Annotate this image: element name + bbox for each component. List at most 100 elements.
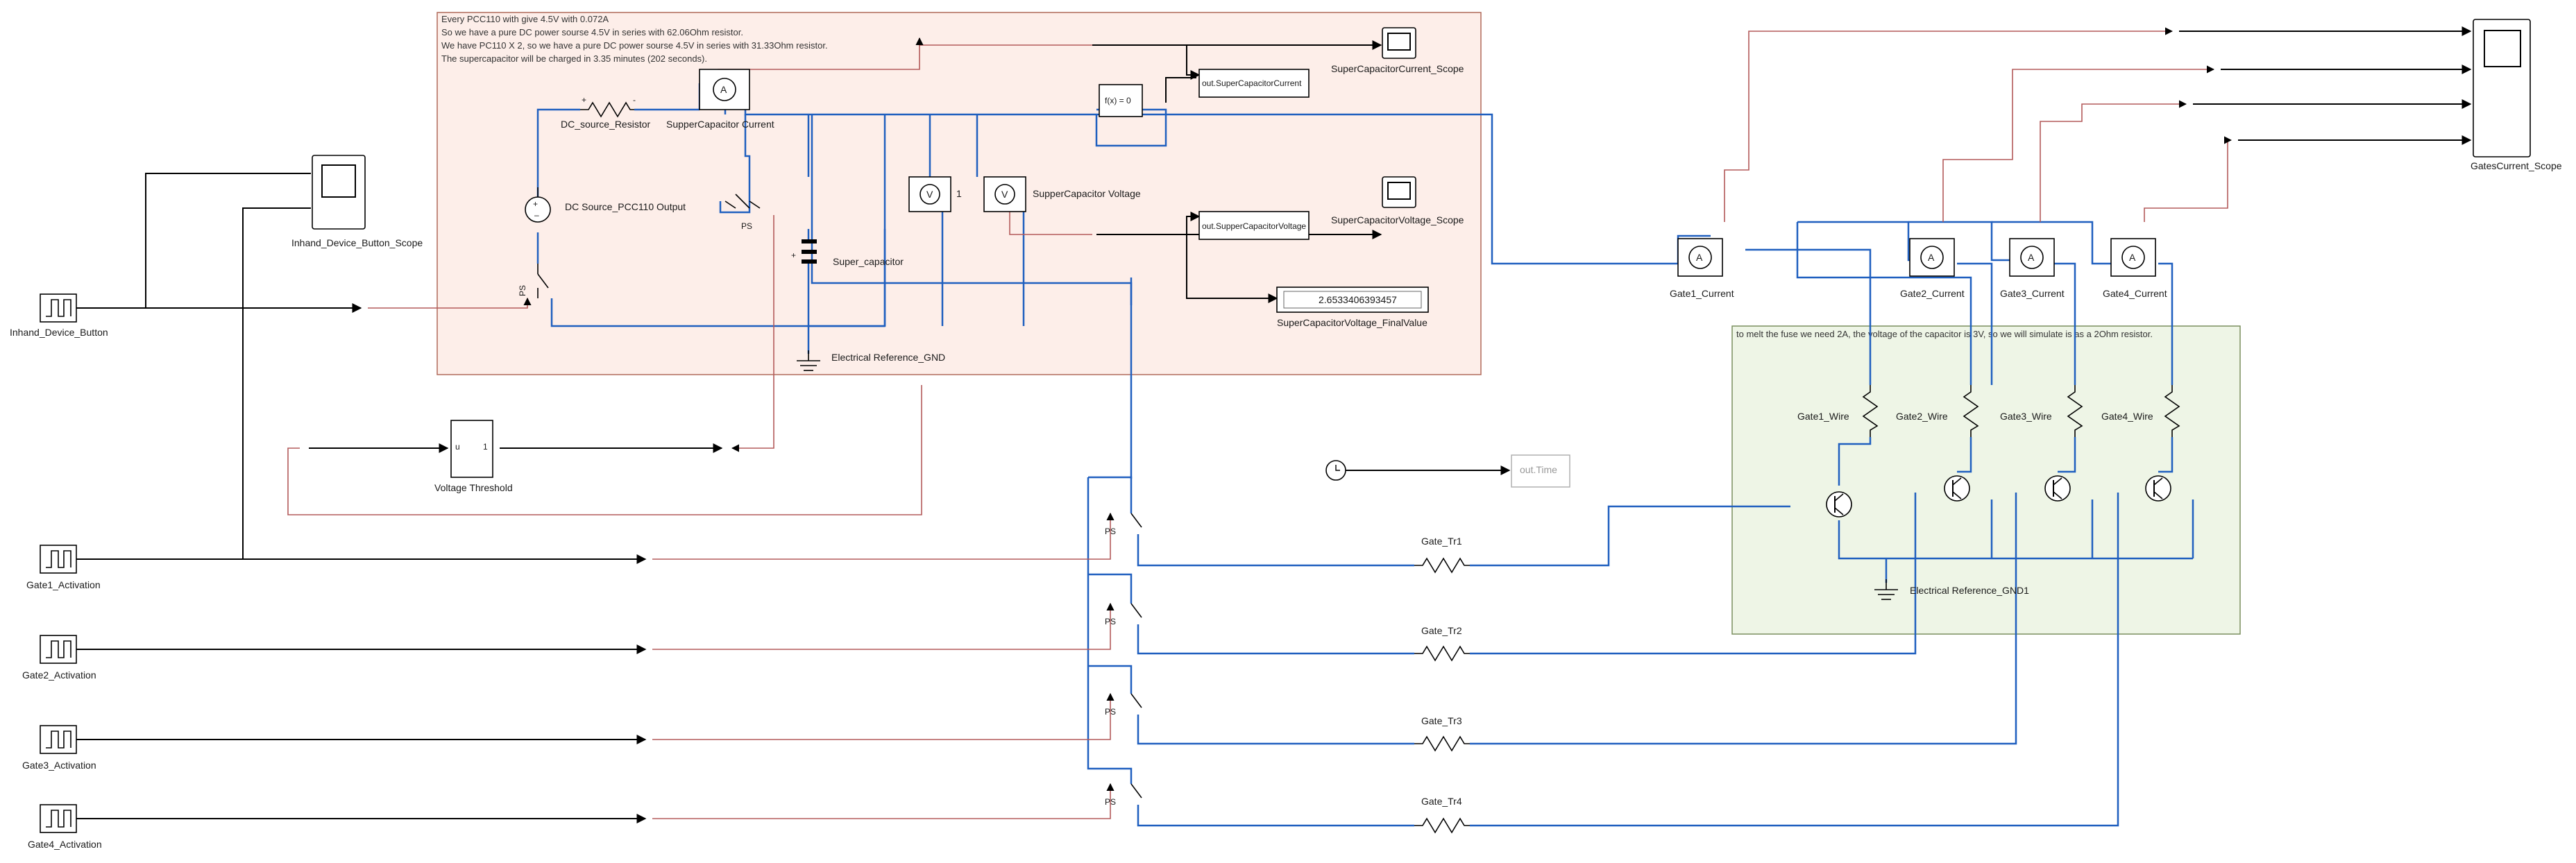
ps-wires bbox=[287, 27, 2232, 819]
gate-wire-label: Gate3_Wire bbox=[2000, 411, 2052, 422]
supercap-current-sensor[interactable]: A SupperCapacitor Current bbox=[666, 69, 774, 130]
ground1-block[interactable]: Electrical Reference_GND1 bbox=[1874, 579, 2029, 600]
gate3-current-sensor[interactable]: A Gate3_Current bbox=[2000, 238, 2065, 299]
pulse-generator[interactable] bbox=[40, 725, 77, 754]
ps-label: PS bbox=[741, 221, 752, 231]
svg-text:out.SuperCapacitorCurrent: out.SuperCapacitorCurrent bbox=[1202, 78, 1302, 88]
super-capacitor-block[interactable]: + Super_capacitor bbox=[791, 239, 904, 267]
ground-label: Electrical Reference_GND bbox=[831, 352, 945, 363]
ground-block[interactable]: Electrical Reference_GND bbox=[797, 350, 945, 371]
gate-switch[interactable]: PS bbox=[1105, 693, 1142, 717]
voltmeter-1[interactable]: V 1 bbox=[908, 176, 962, 212]
transistor-1[interactable] bbox=[1826, 491, 1852, 518]
svg-text:–: – bbox=[534, 210, 539, 220]
gate-resistor-label: Gate_Tr4 bbox=[1421, 796, 1462, 807]
voltage-threshold-block[interactable]: u 1 Voltage Threshold bbox=[434, 420, 513, 493]
gate-activation-label: Gate3_Activation bbox=[22, 760, 96, 771]
supercapacitor-note: Every PCC110 with give 4.5V with 0.072A … bbox=[441, 14, 828, 64]
gate-activation-label: Gate4_Activation bbox=[28, 839, 102, 850]
note-line: Every PCC110 with give 4.5V with 0.072A bbox=[441, 14, 609, 24]
gate-row-3[interactable]: Gate3_Activation PS Gate_Tr3 bbox=[22, 693, 1470, 771]
svg-text:A: A bbox=[1696, 252, 1703, 263]
dc-source-resistor-label: DC_source_Resistor bbox=[561, 119, 650, 130]
svg-text:PS: PS bbox=[1105, 617, 1116, 626]
scope-current-label: SuperCapacitorCurrent_Scope bbox=[1331, 63, 1464, 74]
supercap-voltage-label: SupperCapacitor Voltage bbox=[1033, 188, 1141, 199]
gate2-wire-resistor[interactable]: Gate2_Wire bbox=[1896, 385, 1979, 437]
gate-current-label: Gate1_Current bbox=[1670, 288, 1734, 299]
inhand-button-label: Inhand_Device_Button bbox=[10, 327, 108, 338]
svg-text:+: + bbox=[533, 199, 538, 209]
fx-block[interactable]: f(x) = 0 bbox=[1099, 84, 1143, 117]
dc-source-resistor-block[interactable]: + - DC_source_Resistor bbox=[561, 95, 650, 130]
transistor-3[interactable] bbox=[2044, 475, 2071, 502]
gate-current-label: Gate4_Current bbox=[2103, 288, 2167, 299]
display-block[interactable]: 2.6533406393457 SuperCapacitorVoltage_Fi… bbox=[1276, 287, 1429, 328]
gate-switch[interactable]: PS bbox=[1105, 783, 1142, 807]
gate-row-1[interactable]: Gate1_Activation PS Gate_Tr1 bbox=[26, 513, 1470, 590]
svg-text:A: A bbox=[720, 84, 727, 95]
pulse-generator[interactable] bbox=[40, 545, 77, 574]
ground1-label: Electrical Reference_GND1 bbox=[1910, 585, 2029, 596]
clock-block[interactable] bbox=[1325, 460, 1346, 481]
to-workspace-current[interactable]: out.SuperCapacitorCurrent bbox=[1198, 69, 1310, 98]
gate-switch[interactable]: PS bbox=[1105, 513, 1142, 536]
pulse-generator[interactable] bbox=[40, 635, 77, 664]
gate-resistor[interactable] bbox=[1414, 645, 1470, 662]
gate-row-2[interactable]: Gate2_Activation PS Gate_Tr2 bbox=[22, 603, 1470, 681]
super-capacitor-label: Super_capacitor bbox=[833, 256, 904, 267]
ps-label: PS bbox=[518, 285, 527, 296]
gate-activation-label: Gate1_Activation bbox=[26, 579, 101, 590]
gate-resistor[interactable] bbox=[1414, 735, 1470, 752]
note-line: So we have a pure DC power sourse 4.5V i… bbox=[441, 27, 743, 37]
gate4-current-sensor[interactable]: A Gate4_Current bbox=[2103, 238, 2167, 299]
physical-wires bbox=[536, 83, 2194, 827]
scope-current[interactable]: SuperCapacitorCurrent_Scope bbox=[1331, 27, 1464, 74]
supercap-voltage-sensor[interactable]: V SupperCapacitor Voltage bbox=[983, 176, 1141, 212]
gate3-wire-resistor[interactable]: Gate3_Wire bbox=[2000, 385, 2083, 437]
svg-text:PS: PS bbox=[1105, 527, 1116, 536]
transistor-2[interactable] bbox=[1944, 475, 1970, 502]
to-workspace-voltage[interactable]: out.SupperCapacitorVoltage bbox=[1198, 211, 1310, 240]
svg-text:A: A bbox=[2129, 252, 2136, 263]
voltage-threshold-label: Voltage Threshold bbox=[434, 482, 513, 493]
transistor-4[interactable] bbox=[2145, 475, 2171, 502]
gate1-wire-resistor[interactable]: Gate1_Wire bbox=[1797, 385, 1879, 437]
gate-switch[interactable]: PS bbox=[1105, 603, 1142, 626]
display-label: SuperCapacitorVoltage_FinalValue bbox=[1277, 317, 1427, 328]
svg-text:PS: PS bbox=[1105, 707, 1116, 717]
svg-text:V: V bbox=[926, 189, 933, 200]
to-workspace-time[interactable]: out.Time bbox=[1511, 454, 1570, 488]
inhand-switch[interactable]: PS bbox=[518, 264, 549, 298]
scope-voltage[interactable]: SuperCapacitorVoltage_Scope bbox=[1331, 176, 1464, 225]
threshold-switch[interactable]: PS bbox=[724, 194, 761, 231]
gate2-current-sensor[interactable]: A Gate2_Current bbox=[1900, 238, 1965, 299]
display-value: 2.6533406393457 bbox=[1319, 294, 1397, 305]
fuse-note: to melt the fuse we need 2A, the voltage… bbox=[1736, 329, 2153, 339]
gate-resistor[interactable] bbox=[1414, 557, 1470, 574]
gate-resistor[interactable] bbox=[1414, 817, 1470, 834]
gate-resistor-label: Gate_Tr1 bbox=[1421, 536, 1462, 547]
svg-text:+: + bbox=[582, 95, 586, 105]
note-line: We have PC110 X 2, so we have a pure DC … bbox=[441, 40, 828, 51]
gate-row-4[interactable]: Gate4_Activation PS Gate_Tr4 bbox=[28, 783, 1470, 850]
gate-wire-label: Gate1_Wire bbox=[1797, 411, 1849, 422]
gates-scope-label: GatesCurrent_Scope bbox=[2471, 160, 2562, 171]
supercap-current-label: SupperCapacitor Current bbox=[666, 119, 774, 130]
gate4-wire-resistor[interactable]: Gate4_Wire bbox=[2101, 385, 2180, 437]
gate-activation-label: Gate2_Activation bbox=[22, 669, 96, 681]
gate-resistor-label: Gate_Tr2 bbox=[1421, 625, 1462, 636]
svg-text:V: V bbox=[1001, 189, 1008, 200]
dc-source-label: DC Source_PCC110 Output bbox=[565, 201, 686, 212]
pulse-generator[interactable] bbox=[40, 804, 77, 833]
inhand-scope[interactable]: Inhand_Device_Button_Scope bbox=[291, 155, 423, 248]
gate-wire-label: Gate4_Wire bbox=[2101, 411, 2153, 422]
dc-source-block[interactable]: + – DC Source_PCC110 Output bbox=[525, 187, 686, 223]
inhand-button-block[interactable]: Inhand_Device_Button bbox=[10, 293, 108, 338]
inhand-scope-label: Inhand_Device_Button_Scope bbox=[291, 237, 423, 248]
svg-text:+: + bbox=[791, 250, 796, 260]
gate1-current-sensor[interactable]: A Gate1_Current bbox=[1670, 238, 1734, 299]
note-line: The supercapacitor will be charged in 3.… bbox=[441, 53, 707, 64]
gates-current-scope[interactable]: GatesCurrent_Scope bbox=[2471, 19, 2562, 171]
